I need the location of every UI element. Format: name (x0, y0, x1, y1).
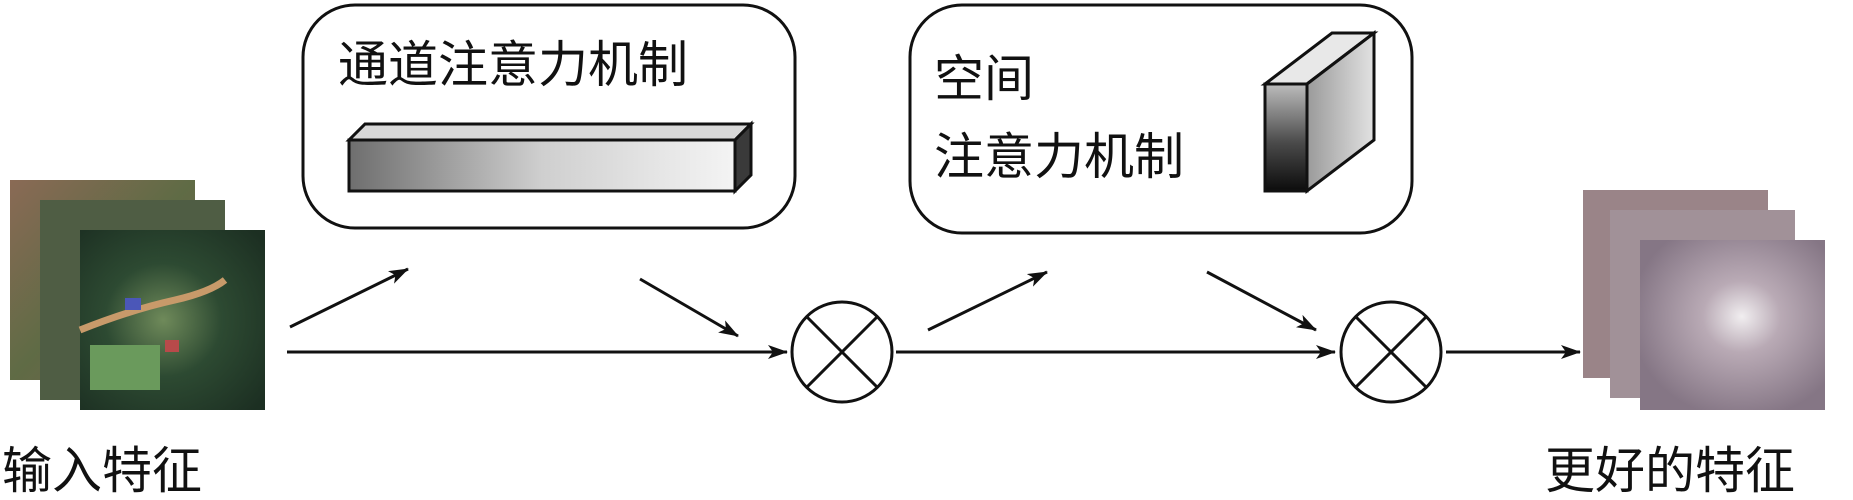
output-feature-stack (1583, 190, 1825, 410)
input-feature-stack (10, 180, 265, 410)
channel-attention-label: 通道注意力机制 (338, 36, 688, 94)
input-feature-map-building (165, 340, 179, 352)
spatial-attention-label-line1: 空间 (934, 50, 1034, 108)
multiply1-to-spatial-attention-arrow (927, 270, 1048, 332)
input-label: 输入特征 (2, 442, 202, 500)
input-feature-map-field (90, 345, 160, 390)
spatial-attention-label-line2: 注意力机制 (934, 128, 1184, 186)
input-feature-map-road (78, 277, 228, 334)
spatial-attention-slab-icon (1260, 29, 1379, 195)
multiply-operator-1 (790, 300, 894, 404)
channel-attention-bar-icon (345, 120, 755, 195)
multiply-operator-2 (1339, 300, 1443, 404)
output-feature-map-front (1640, 240, 1825, 410)
channel-attention-to-multiply1-arrow (639, 277, 739, 338)
output-label: 更好的特征 (1545, 442, 1795, 500)
spatial-attention-to-multiply2-arrow (1206, 270, 1317, 332)
input-feature-map-roof (125, 298, 141, 310)
input-to-channel-attention-arrow (289, 267, 409, 329)
